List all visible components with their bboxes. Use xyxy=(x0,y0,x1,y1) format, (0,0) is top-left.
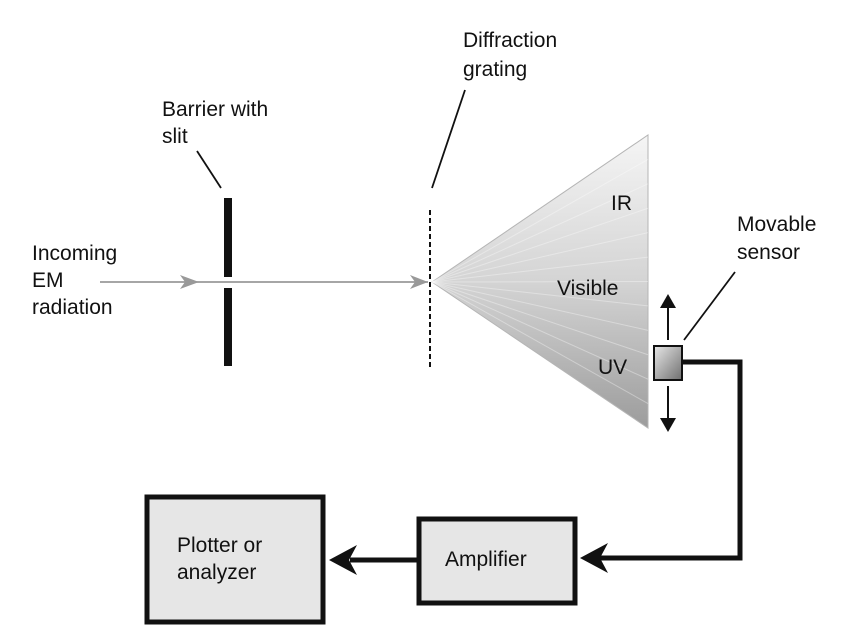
barrier-lower-bar xyxy=(224,288,232,366)
barrier-upper-bar xyxy=(224,198,232,277)
movable-sensor: Movable sensor xyxy=(653,213,816,432)
barrier-leader-line xyxy=(196,150,222,189)
fan-ray xyxy=(431,281,649,283)
fan-ray xyxy=(431,281,649,307)
grating-label-line-1: Diffraction xyxy=(463,29,557,52)
sensor-down-arrow-icon xyxy=(660,418,676,432)
barrier-label-line-1: Barrier with xyxy=(162,98,268,121)
sensor-to-amplifier-wire xyxy=(580,359,743,573)
fan-ray xyxy=(431,183,649,283)
incoming-label-line-1: Incoming xyxy=(32,242,117,265)
amplifier-input-arrow-icon xyxy=(580,543,608,573)
sensor-label-line-2: sensor xyxy=(737,241,800,264)
grating-label-line-2: grating xyxy=(463,58,527,81)
plotter-label-line-1: Plotter or xyxy=(177,534,262,557)
fan-ray xyxy=(431,207,649,283)
barrier-label-line-2: slit xyxy=(162,125,188,148)
fan-ray xyxy=(431,158,649,283)
amplifier-box: Amplifier xyxy=(416,516,578,606)
barrier-with-slit: Barrier with slit xyxy=(162,98,268,366)
amplifier-to-plotter-wire xyxy=(329,545,417,575)
sensor-block xyxy=(653,345,683,381)
fan-ray xyxy=(431,256,649,283)
plotter-analyzer-box: Plotter or analyzer xyxy=(144,494,326,625)
fan-ray xyxy=(431,281,649,356)
diffraction-grating: Diffraction grating xyxy=(429,29,557,368)
grating-leader-line xyxy=(431,89,466,189)
fan-ray xyxy=(431,281,649,331)
incoming-beam xyxy=(100,275,428,289)
sensor-leader-line xyxy=(683,271,736,341)
ir-label: IR xyxy=(611,192,632,215)
sensor-up-arrow-icon xyxy=(660,294,676,308)
fan-ray xyxy=(431,232,649,283)
visible-label: Visible xyxy=(557,277,618,300)
incoming-label-line-3: radiation xyxy=(32,296,113,319)
plotter-input-arrow-icon xyxy=(329,545,357,575)
amplifier-label: Amplifier xyxy=(445,548,527,571)
spectrum-fan: IR Visible UV xyxy=(431,134,649,429)
uv-label: UV xyxy=(598,356,627,379)
fan-ray xyxy=(431,281,649,380)
incoming-label-line-2: EM xyxy=(32,269,64,292)
plotter-label-line-2: analyzer xyxy=(177,561,256,584)
incoming-radiation-label: Incoming EM radiation xyxy=(32,242,117,319)
sensor-label-line-1: Movable xyxy=(737,213,816,236)
beam-arrow-head-1 xyxy=(180,275,199,289)
beam-arrow-head-2 xyxy=(410,275,428,289)
fan-ray xyxy=(431,281,649,405)
